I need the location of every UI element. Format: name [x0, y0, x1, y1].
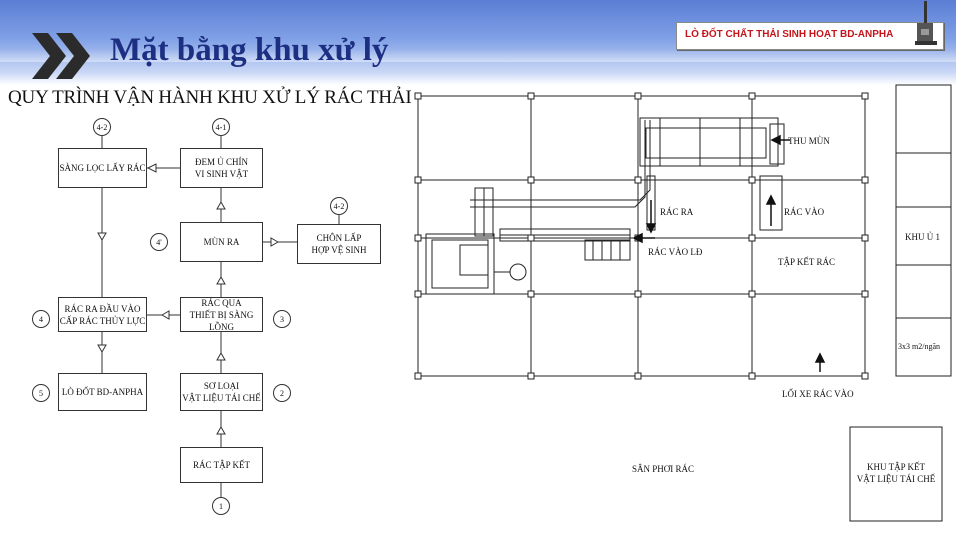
step-label: 4-2: [93, 118, 111, 136]
step-label: 3: [273, 310, 291, 328]
step-label: 4-2: [330, 197, 348, 215]
step-label: 2: [273, 384, 291, 402]
box-rac-tap-ket: RÁC TẬP KẾT: [180, 447, 263, 483]
label-thu-mun: THU MÙN: [788, 136, 830, 146]
step-label: 5: [32, 384, 50, 402]
incinerator-icon: [915, 1, 937, 45]
step-label: 4': [150, 233, 168, 251]
label-rac-vao: RÁC VÀO: [784, 207, 825, 217]
label-rac-ra: RÁC RA: [660, 207, 694, 217]
label-cell-size: 3x3 m2/ngăn: [898, 342, 940, 351]
box-sang-loc: SÀNG LỌC LẤY RÁC: [58, 148, 147, 188]
box-lo-dot: LÒ ĐỐT BD-ANPHA: [58, 373, 147, 411]
brand-logo: LÒ ĐỐT CHẤT THẢI SINH HOẠT BD-ANPHA: [676, 1, 944, 50]
step-label: 4-1: [212, 118, 230, 136]
box-mun-ra: MÙN RA: [180, 222, 263, 262]
label-san-phoi: SÂN PHƠI RÁC: [632, 464, 695, 474]
flow-title: QUY TRÌNH VẬN HÀNH KHU XỬ LÝ RÁC THẢI: [8, 87, 412, 108]
label-tap-ket-rac: TẬP KẾT RÁC: [778, 257, 836, 267]
logo-text: LÒ ĐỐT CHẤT THẢI SINH HOẠT BD-ANPHA: [685, 29, 894, 40]
step-label: 4: [32, 310, 50, 328]
label-loi-xe: LỐI XE RÁC VÀO: [782, 389, 854, 399]
label-khu-u: KHU Ủ 1: [905, 232, 940, 242]
header-band: [0, 50, 956, 62]
label-rac-vao-ld: RÁC VÀO LĐ: [648, 247, 703, 257]
double-chevron-icon: [32, 33, 90, 79]
step-label: 1: [212, 497, 230, 515]
page-title: Mặt bằng khu xử lý: [110, 32, 389, 68]
